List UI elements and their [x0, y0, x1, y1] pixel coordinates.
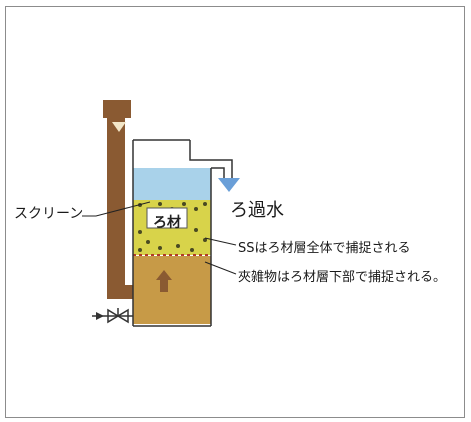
filtered-water-label: ろ過水	[230, 200, 284, 221]
screen-label: スクリーン	[14, 206, 84, 222]
outflow-arrow-icon	[218, 178, 240, 192]
impurity-leader	[204, 261, 237, 275]
leader-lines	[82, 201, 237, 275]
inlet-pipe	[103, 100, 137, 299]
ss-capture-note: SSはろ材層全体で捕捉される	[238, 241, 411, 256]
filter-media-label: ろ材	[153, 215, 181, 231]
diagram-frame	[5, 6, 465, 418]
impurity-capture-note: 夾雑物はろ材層下部で捕捉される。	[238, 270, 447, 285]
upflow-arrow-icon	[156, 270, 172, 292]
outlet-pipe	[189, 140, 240, 192]
drain-valve-icon	[92, 308, 133, 324]
inlet-arrow-icon	[112, 122, 126, 132]
ss-leader	[204, 237, 237, 246]
screen-leader	[82, 201, 151, 217]
filter-tank	[132, 139, 212, 327]
media-label-box	[146, 207, 188, 229]
water-zone	[133, 168, 211, 200]
sludge-zone	[133, 256, 211, 324]
